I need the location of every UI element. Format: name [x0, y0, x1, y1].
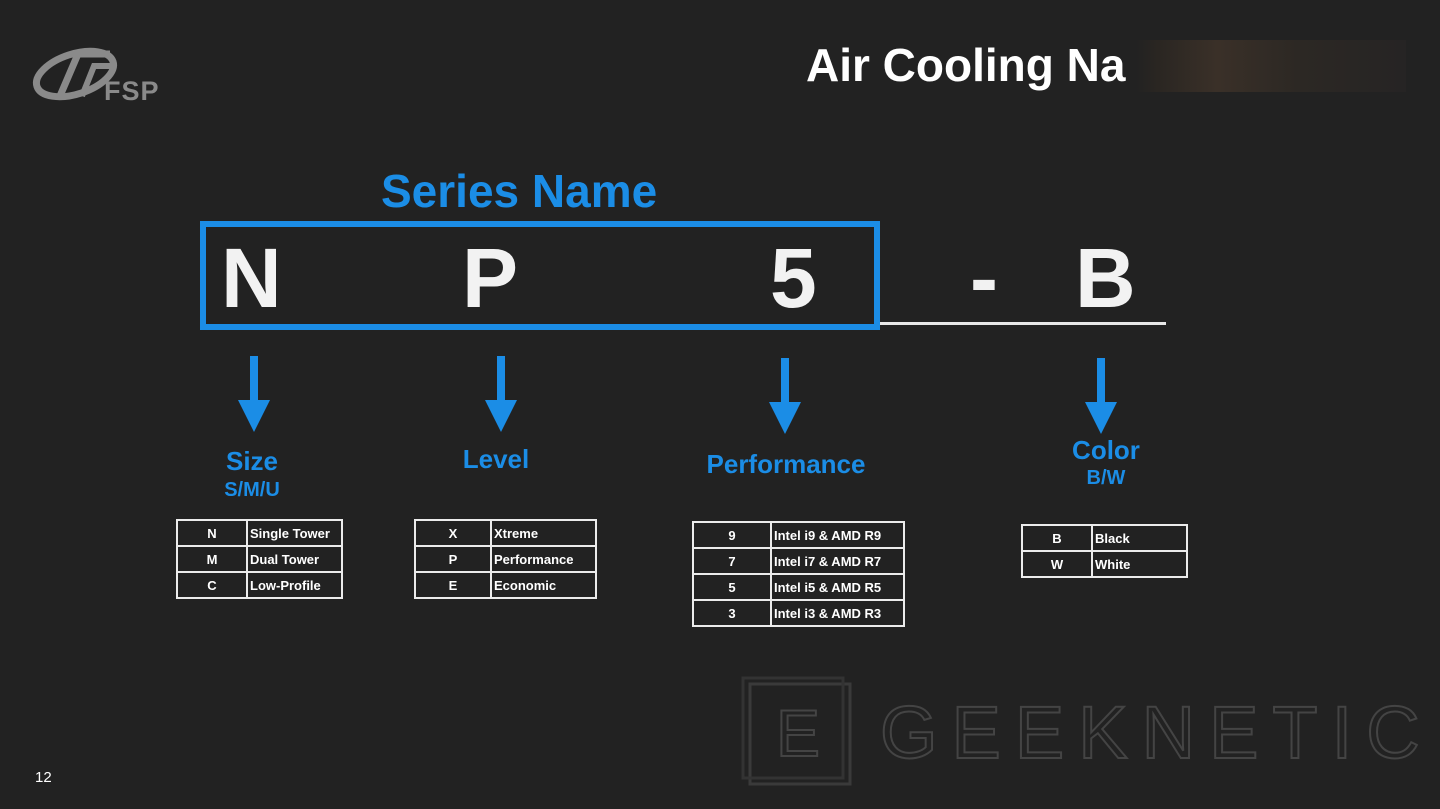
level-letter: P — [462, 231, 519, 325]
title-obscured-region — [1136, 40, 1406, 92]
code-cell: 5 — [692, 573, 772, 601]
code-cell: M — [176, 545, 248, 573]
desc-cell: Xtreme — [490, 519, 597, 547]
series-name-box — [200, 221, 880, 330]
slide-title: Air Cooling Na — [806, 39, 1126, 91]
arrow-down-icon — [485, 356, 517, 432]
desc-cell: Performance — [490, 545, 597, 573]
desc-cell: Black — [1091, 524, 1188, 552]
desc-cell: Dual Tower — [246, 545, 343, 573]
desc-cell: White — [1091, 550, 1188, 578]
color-letter: B — [1075, 231, 1136, 325]
code-cell: X — [414, 519, 492, 547]
color-heading: Color — [1072, 435, 1140, 465]
arrow-down-icon — [238, 356, 270, 432]
size-options: S/M/U — [224, 479, 280, 501]
code-cell: 7 — [692, 547, 772, 575]
code-cell: P — [414, 545, 492, 573]
performance-digit: 5 — [770, 231, 817, 325]
performance-heading: Performance — [706, 449, 866, 479]
code-cell: 9 — [692, 521, 772, 549]
code-cell: C — [176, 571, 248, 599]
level-heading: Level — [462, 444, 530, 474]
color-underline — [880, 322, 1166, 325]
desc-cell: Intel i5 & AMD R5 — [770, 573, 905, 601]
arrow-down-icon — [1085, 358, 1117, 434]
code-cell: 3 — [692, 599, 772, 627]
watermark-text: GEEKNETIC — [880, 691, 1420, 774]
desc-cell: Economic — [490, 571, 597, 599]
size-letter: N — [221, 231, 282, 325]
arrow-down-icon — [769, 358, 801, 434]
size-heading: Size — [225, 446, 279, 476]
desc-cell: Intel i7 & AMD R7 — [770, 547, 905, 575]
geeknetic-watermark: E GEEKNETIC — [741, 676, 1420, 786]
desc-cell: Intel i9 & AMD R9 — [770, 521, 905, 549]
desc-cell: Single Tower — [246, 519, 343, 547]
page-number: 12 — [35, 769, 52, 786]
code-cell: W — [1021, 550, 1093, 578]
fsp-logo-icon — [32, 47, 118, 101]
series-name-label: Series Name — [381, 165, 658, 217]
color-options: B/W — [1086, 467, 1126, 489]
code-cell: N — [176, 519, 248, 547]
code-cell: E — [414, 571, 492, 599]
separator-dash: - — [970, 231, 998, 325]
watermark-letter: E — [776, 696, 820, 770]
desc-cell: Low-Profile — [246, 571, 343, 599]
brand-name: FSP — [104, 76, 160, 106]
code-cell: B — [1021, 524, 1093, 552]
desc-cell: Intel i3 & AMD R3 — [770, 599, 905, 627]
